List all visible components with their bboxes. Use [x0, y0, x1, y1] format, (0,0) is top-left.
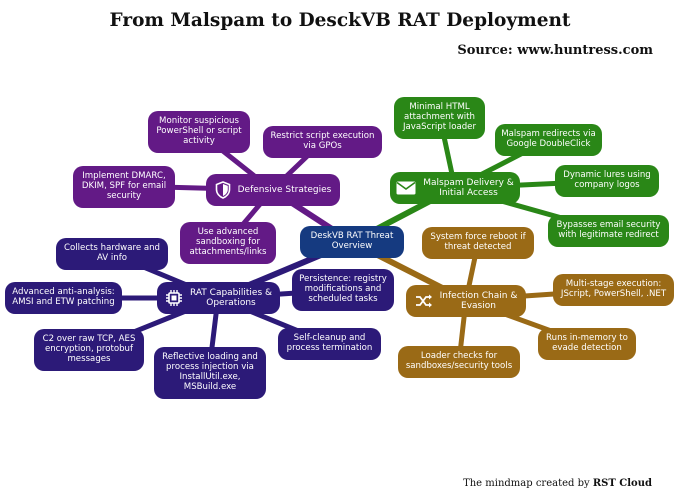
infection-item-sandbox-checks: Loader checks for sandboxes/security too… [398, 346, 520, 378]
defensive-item-monitor-powershell: Monitor suspicious PowerShell or script … [148, 111, 250, 153]
malspam-item-doubleclick-redirect: Malspam redirects via Google DoubleClick [495, 124, 602, 156]
envelope-icon [396, 181, 416, 195]
malspam-delivery-label: Malspam Delivery & Initial Access [423, 177, 514, 198]
capability-item-anti-analysis: Advanced anti-analysis: AMSI and ETW pat… [5, 282, 122, 314]
page-title: From Malspam to DesckVB RAT Deployment [109, 10, 571, 31]
malspam-item-bypass-email-security: Bypasses email security with legitimate … [548, 215, 669, 247]
rat-capabilities-node: RAT Capabilities & Operations [157, 282, 280, 314]
center-node-label: DeskVB RAT Threat Overview [310, 231, 394, 251]
infection-chain-node: Infection Chain & Evasion [406, 285, 526, 317]
malspam-delivery-node: Malspam Delivery & Initial Access [390, 172, 520, 204]
footer-credit: The mindmap created by RST Cloud [463, 478, 652, 489]
capability-item-persistence: Persistence: registry modifications and … [292, 269, 394, 311]
chip-icon [165, 289, 183, 307]
credit-prefix: The mindmap created by [463, 478, 590, 489]
defensive-item-email-auth: Implement DMARC, DKIM, SPF for email sec… [73, 166, 175, 208]
malspam-item-dynamic-lures: Dynamic lures using company logos [555, 165, 659, 197]
defensive-strategies-node: Defensive Strategies [206, 174, 340, 206]
defensive-item-restrict-scripts: Restrict script execution via GPOs [263, 126, 382, 158]
credit-brand: RST Cloud [592, 478, 652, 489]
infection-chain-label: Infection Chain & Evasion [439, 290, 518, 311]
center-node: DeskVB RAT Threat Overview [300, 226, 404, 258]
shield-icon [215, 181, 231, 199]
malspam-item-html-attachment: Minimal HTML attachment with JavaScript … [394, 97, 485, 139]
shuffle-icon [415, 293, 433, 309]
capability-item-reflective-loading: Reflective loading and process injection… [154, 347, 266, 399]
infection-item-in-memory: Runs in-memory to evade detection [538, 328, 636, 360]
infection-item-multistage: Multi-stage execution: JScript, PowerShe… [553, 274, 674, 306]
defensive-strategies-label: Defensive Strategies [237, 184, 332, 195]
rat-capabilities-label: RAT Capabilities & Operations [189, 287, 273, 308]
infection-item-force-reboot: System force reboot if threat detected [422, 227, 534, 259]
source-credit: Source: www.huntress.com [457, 43, 653, 58]
capability-item-c2-tcp: C2 over raw TCP, AES encryption, protobu… [34, 329, 144, 371]
capability-item-self-cleanup: Self-cleanup and process termination [278, 328, 381, 360]
defensive-item-sandboxing: Use advanced sandboxing for attachments/… [180, 222, 276, 264]
capability-item-collects-hardware: Collects hardware and AV info [56, 238, 168, 270]
